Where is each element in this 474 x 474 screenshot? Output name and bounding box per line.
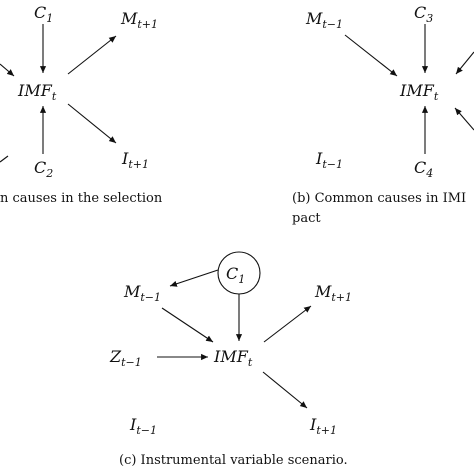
node-b-c3: C3 xyxy=(414,3,433,25)
edge-a-offscreen-lower xyxy=(0,155,9,163)
edge-a-imf-to-m-next xyxy=(67,35,117,75)
edge-c-imf-to-m-next xyxy=(263,305,312,343)
node-a-c1: C1 xyxy=(34,3,53,25)
edge-b-offscreen-upper xyxy=(455,51,474,75)
node-c-m-prev: Mt−1 xyxy=(123,282,161,304)
node-b-c4: C4 xyxy=(414,158,433,180)
node-a-imf: IMFt xyxy=(17,81,57,103)
node-a-c2: C2 xyxy=(34,158,53,180)
node-b-i-prev: It−1 xyxy=(315,149,343,171)
edge-b-offscreen-lower xyxy=(454,107,474,131)
panel-a: C1 Mt+1 IMFt It+1 C2 n causes in the sel… xyxy=(0,3,163,206)
node-a-m-next: Mt+1 xyxy=(120,9,158,31)
node-c-imf: IMFt xyxy=(213,347,253,369)
node-b-imf: IMFt xyxy=(399,81,439,103)
node-a-i-next: It+1 xyxy=(121,149,149,171)
edge-b-m-prev-to-imf xyxy=(344,34,398,77)
caption-b-line1: (b) Common causes in IMI xyxy=(292,191,466,206)
node-b-m-prev: Mt−1 xyxy=(305,9,343,31)
panel-c: C1 Mt−1 Mt+1 Zt−1 IMFt It−1 It+1 (c) Ins… xyxy=(109,251,352,468)
edge-a-imf-to-i-next xyxy=(67,103,117,144)
node-c-i-next: It+1 xyxy=(309,415,337,437)
caption-c: (c) Instrumental variable scenario. xyxy=(119,453,348,468)
panel-b: C3 Mt−1 IMFt It−1 C4 (b) Common causes i… xyxy=(292,3,474,226)
node-c-m-next: Mt+1 xyxy=(314,282,352,304)
node-c-c1: C1 xyxy=(226,264,245,286)
edge-a-offscreen-upper xyxy=(0,63,15,77)
caption-a: n causes in the selection xyxy=(0,191,163,206)
caption-b-line2: pact xyxy=(292,211,321,226)
edge-c-imf-to-i-next xyxy=(262,371,308,409)
edge-c-c1-to-m-prev xyxy=(169,269,219,287)
edge-c-m-prev-to-imf xyxy=(161,307,214,343)
node-c-i-prev: It−1 xyxy=(129,415,157,437)
node-c-z-prev: Zt−1 xyxy=(109,347,142,369)
